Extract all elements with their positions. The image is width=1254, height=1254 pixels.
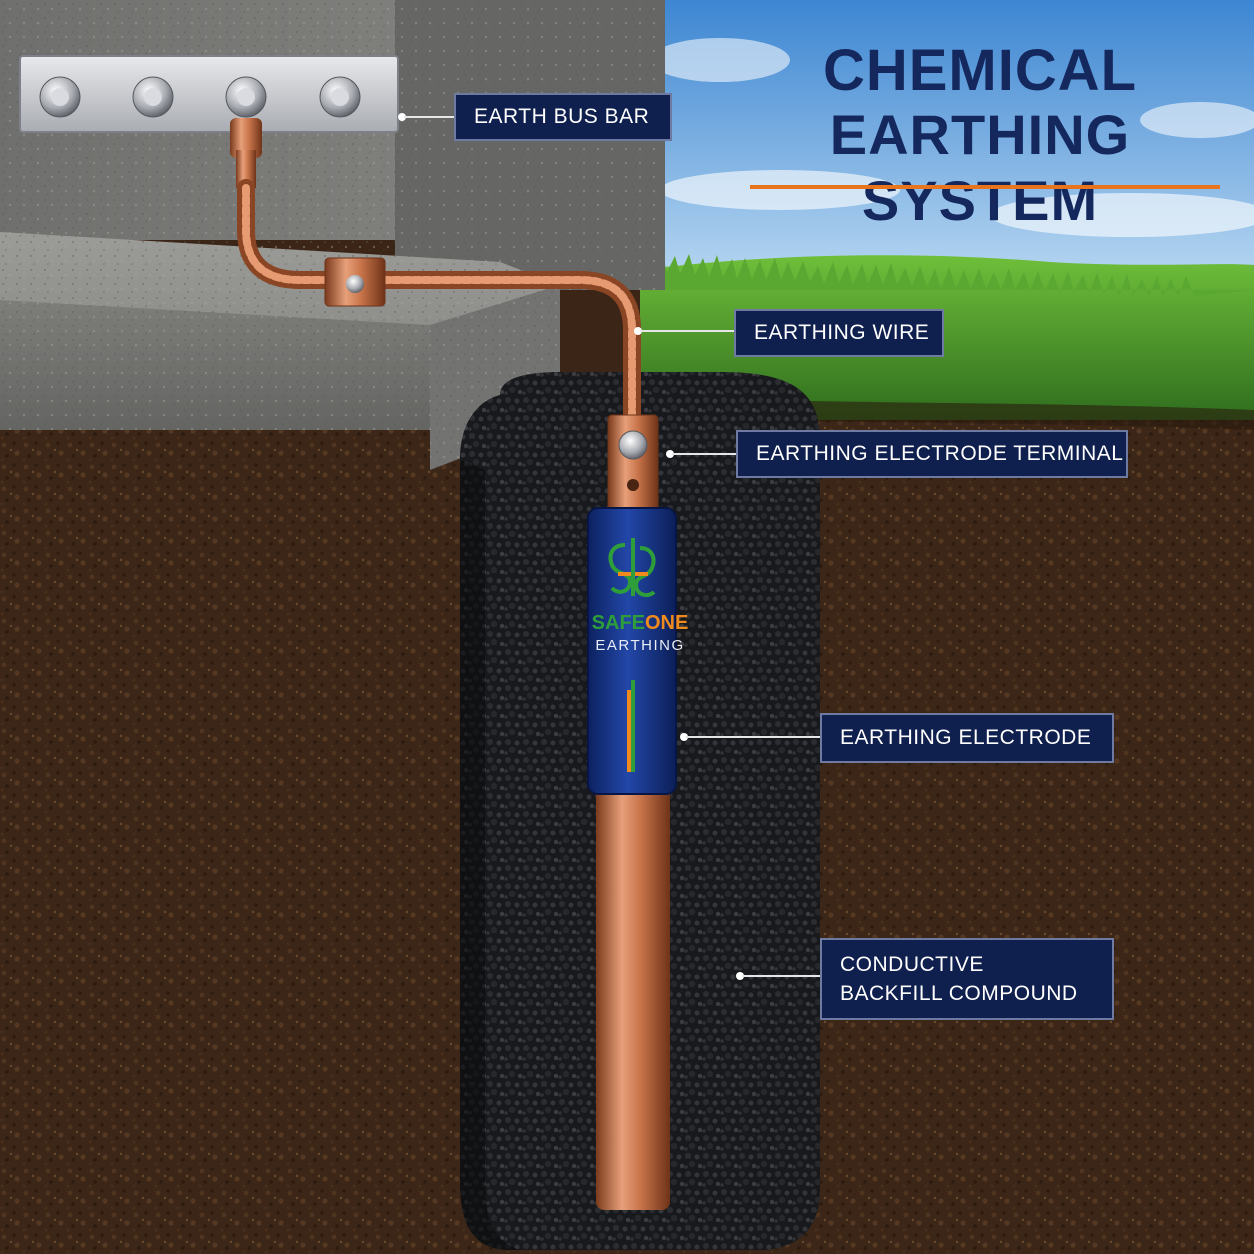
electrode-sleeve <box>587 507 677 795</box>
sleeve-stripe-orange <box>627 690 631 772</box>
cloud <box>660 170 900 210</box>
earthing-wire-highlight <box>242 184 636 424</box>
cloud <box>650 38 790 82</box>
title-line-1: CHEMICAL <box>822 38 1138 103</box>
label-backfill-compound: CONDUCTIVE BACKFILL COMPOUND <box>820 938 1114 1020</box>
bolt-icon <box>618 430 648 460</box>
grass-blades <box>640 250 1254 298</box>
label-earthing-wire: EARTHING WIRE <box>734 309 944 357</box>
bolt-icon <box>237 88 255 106</box>
label-backfill-line-2: BACKFILL COMPOUND <box>840 982 1078 1005</box>
brand-subtitle: EARTHING <box>595 637 685 654</box>
leader-dot-backfill <box>736 972 744 980</box>
leader-line-backfill <box>742 975 820 977</box>
safeone-logo-icon <box>608 538 656 598</box>
leader-dot-bus-bar <box>398 113 406 121</box>
leader-line-electrode <box>686 736 820 738</box>
leader-line-terminal <box>672 453 736 455</box>
title-line-2: EARTHING SYSTEM <box>829 103 1131 232</box>
bolt-icon <box>346 275 364 293</box>
leader-line-wire <box>640 330 734 332</box>
electrode-terminal <box>607 414 659 516</box>
earth-bus-bar <box>19 55 399 133</box>
brand-name-safe: SAFE <box>591 612 645 634</box>
bolt-icon <box>144 88 162 106</box>
pit-shadow <box>460 460 520 1250</box>
grass <box>640 255 1254 420</box>
bolt-icon <box>331 88 349 106</box>
leader-line-bus-bar <box>404 116 454 118</box>
bus-bar-bolts <box>39 76 361 118</box>
earthing-electrode-rod <box>596 780 670 1210</box>
bus-bar-lug <box>230 118 262 158</box>
cloud <box>990 193 1254 237</box>
leader-dot-electrode <box>680 733 688 741</box>
bolt-icon <box>51 88 69 106</box>
ledge-texture <box>0 232 560 470</box>
sleeve-stripe-green <box>631 680 635 772</box>
cloud <box>1140 102 1254 138</box>
leader-dot-wire <box>634 327 642 335</box>
brand-label: SAFEONE EARTHING <box>590 612 690 654</box>
label-backfill-line-1: CONDUCTIVE <box>840 953 984 976</box>
bus-bar-lug-neck <box>236 150 256 188</box>
brand-name-one: ONE <box>645 612 689 634</box>
page-title: CHEMICAL EARTHING SYSTEM <box>740 40 1220 234</box>
leader-dot-terminal <box>666 450 674 458</box>
title-underline <box>750 185 1220 189</box>
label-earthing-electrode: EARTHING ELECTRODE <box>820 713 1114 763</box>
label-earth-bus-bar: EARTH BUS BAR <box>454 93 672 141</box>
label-electrode-terminal: EARTHING ELECTRODE TERMINAL <box>736 430 1128 478</box>
bolt-icon <box>627 479 639 491</box>
foundation <box>0 430 430 1254</box>
brand-name: SAFEONE <box>590 612 690 635</box>
